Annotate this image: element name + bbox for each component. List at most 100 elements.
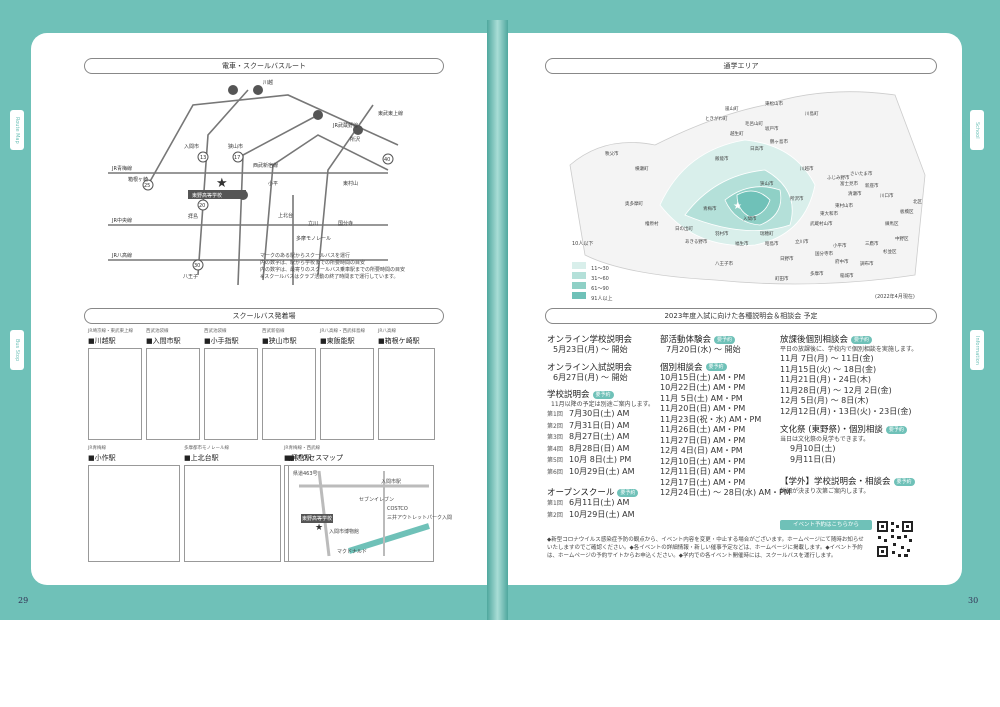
access-label-museum: 入間市博物館	[329, 529, 360, 535]
ev-club-date: 7月20日(水) ～ 開始	[666, 345, 741, 354]
label-line-jr-chuo: JR中央線	[111, 217, 132, 224]
event-col-1: オンライン学校説明会 5月23日(月) ～ 開始 オンライン入試説明会 6月27…	[547, 328, 657, 521]
area-map: ★ 飯能市 日高市 鶴ヶ島市 坂戸市 川越市 狭山市 入間市 所沢市 青梅市 羽…	[569, 91, 926, 285]
label-sayama: 狭山市	[228, 143, 243, 150]
ev-festival-row: 9月11日(日)	[790, 454, 836, 464]
city-nakano: 中野区	[895, 235, 909, 242]
city-higashiyamato: 東大和市	[820, 210, 838, 217]
city-ome: 青梅市	[703, 205, 717, 212]
event-footnote: ◆新型コロナウイルス感染症予防の観点から、イベント内容を変更・中止する場合がござ…	[547, 537, 864, 559]
stop-name-hajima: ■拝島駅	[284, 454, 312, 462]
city-kawaguchi: 川口市	[880, 192, 894, 199]
label-iruma: 入間市	[184, 143, 199, 150]
city-saitama: さいたま市	[850, 170, 873, 177]
label-line-jr-musashino: JR武蔵野線	[332, 122, 358, 129]
event-section-title: 2023年度入試に向けた各種説明会＆相談会 予定	[545, 308, 937, 324]
num-25: 25	[144, 183, 150, 189]
bus-stops-row1: JR埼京線・東武東上線 ■川越駅 西武池袋線 ■入間市駅 西武池袋線 ■小手指駅…	[88, 328, 438, 443]
city-akiruno: あきる野市	[685, 238, 708, 245]
city-kodaira: 小平市	[833, 242, 847, 249]
city-higashimurayama: 東村山市	[835, 202, 853, 209]
ev-online-school-title: オンライン学校説明会	[547, 335, 633, 345]
area-legend-title: 10人以下	[572, 241, 594, 247]
num-40: 40	[384, 157, 390, 163]
stop-line-kawagoe: JR埼京線・東武東上線	[88, 329, 133, 334]
label-line-tama-monorail: 多摩モノレール	[296, 235, 331, 242]
legend-swatch	[572, 282, 586, 289]
reservation-badge: 要予約	[885, 425, 907, 434]
ev-consult-row: 12月17日(土) AM・PM	[660, 477, 746, 487]
city-higashimatsuyama: 東松山市	[765, 100, 783, 107]
label-hajima: 拝島	[188, 213, 198, 220]
reservation-badge: 要予約	[893, 477, 915, 486]
stop-map-iruma	[146, 348, 200, 440]
ev-consult-row: 10月22日(土) AM・PM	[660, 383, 746, 392]
label-kokubunji: 国分寺	[338, 220, 353, 227]
city-hinohara: 檜原村	[645, 220, 659, 227]
city-hachioji: 八王子市	[715, 260, 733, 267]
ev-afterschool-row: 12月12日(月)・13日(火)・23日(金)	[780, 406, 912, 416]
legend-swatch	[572, 272, 586, 279]
city-kawagoe: 川越市	[800, 165, 814, 172]
station-circle	[197, 151, 209, 163]
stop-name-ozaku: ■小作駅	[88, 454, 116, 462]
city-hinode: 日の出町	[675, 225, 693, 232]
stop-line-ozaku: JR青梅線	[88, 446, 106, 451]
stop-line-hajima: JR青梅線・西武線	[284, 446, 320, 451]
area-date-note: (2022年4月現在)	[875, 294, 915, 300]
line-jr-hachiko	[197, 89, 249, 276]
stop-line-higashihanno: JR八高線・西武拝島線	[320, 329, 365, 334]
legend-swatch	[572, 262, 586, 269]
city-hino: 日野市	[780, 255, 794, 262]
label-hachioji: 八王子	[183, 273, 198, 280]
access-map-roads	[299, 470, 430, 557]
stop-name-kamikitadai: ■上北台駅	[184, 454, 219, 462]
ev-festival-title: 文化祭 (東野祭)・個別相談要予約	[780, 423, 930, 435]
area-legend-item-3: 31～60	[572, 265, 612, 282]
access-label-outlet: 三井アウトレットパーク入間	[387, 515, 453, 521]
city-tokorozawa: 所沢市	[790, 195, 804, 202]
ev-online-exam-title: オンライン入試説明会	[547, 362, 633, 373]
book-gutter	[487, 20, 508, 620]
reservation-badge: 要予約	[705, 363, 727, 371]
ev-consult-row: 11月 5日(土) AM・PM	[660, 393, 743, 403]
stop-line-hakonegasaki: JR八高線	[378, 329, 396, 334]
city-itabashi: 板橋区	[900, 208, 914, 215]
route-map: JR青梅線 JR中央線 JR八高線 西武新宿線 JR武蔵野線 東武東上線 多摩モ…	[108, 79, 403, 286]
event-reservation-button[interactable]: イベント予約はこちらから	[780, 520, 872, 530]
stop-map-ozaku	[88, 465, 180, 562]
ev-club-title: 部活動体験会要予約	[660, 333, 775, 345]
city-niiza: 新座市	[865, 182, 879, 189]
city-chichibu: 秩父市	[605, 150, 619, 157]
city-kawajima: 川島町	[805, 110, 819, 117]
ev-consult-row: 11月27日(日) AM・PM	[660, 435, 746, 445]
stop-line-iruma: 西武池袋線	[146, 329, 169, 334]
reservation-badge: 要予約	[617, 488, 639, 497]
stop-name-iruma: ■入間市駅	[146, 337, 181, 345]
stop-name-kawagoe: ■川越駅	[88, 337, 116, 345]
ev-consult-row: 11月23日(祝・水) AM・PM	[660, 414, 762, 424]
city-ogose: 越生町	[730, 130, 744, 137]
area-legend-item-4: 61～90	[572, 275, 612, 292]
area-band-91-plus	[736, 190, 771, 218]
num-30: 30	[194, 263, 200, 269]
ev-online-school-date: 5月23日(月) ～ 開始	[553, 345, 628, 354]
ev-afterschool-row: 11月28日(月) ～ 12月 2日(金)	[780, 385, 892, 395]
stop-name-sayama: ■狭山市駅	[262, 337, 297, 345]
city-mizuho: 瑞穂町	[760, 230, 774, 237]
ev-offcampus-note: 詳細が決まり次第ご案内します。	[780, 488, 870, 495]
line-tobu-tojo	[262, 134, 389, 281]
station-dot	[253, 85, 263, 95]
stop-name-higashihanno: ■東飯能駅	[320, 337, 355, 345]
area-section-title: 通学エリア	[545, 58, 937, 74]
left-tab-bus: Bus Stop	[10, 330, 24, 370]
city-yokoze: 横瀬町	[635, 165, 649, 172]
station-circle	[192, 259, 204, 271]
qr-code-icon[interactable]	[875, 519, 915, 559]
ev-consult-row: 12月24日(土) ～ 28日(水) AM・PM	[660, 488, 791, 497]
ev-afterschool-note: 平日の放課後に、学校内で個別相談を実施します。	[780, 346, 918, 353]
left-tab-route: Route Map	[10, 110, 24, 150]
city-suginami: 杉並区	[883, 248, 897, 255]
ev-school-briefing-note: 11月以降の予定は別途ご案内します。	[551, 401, 655, 408]
